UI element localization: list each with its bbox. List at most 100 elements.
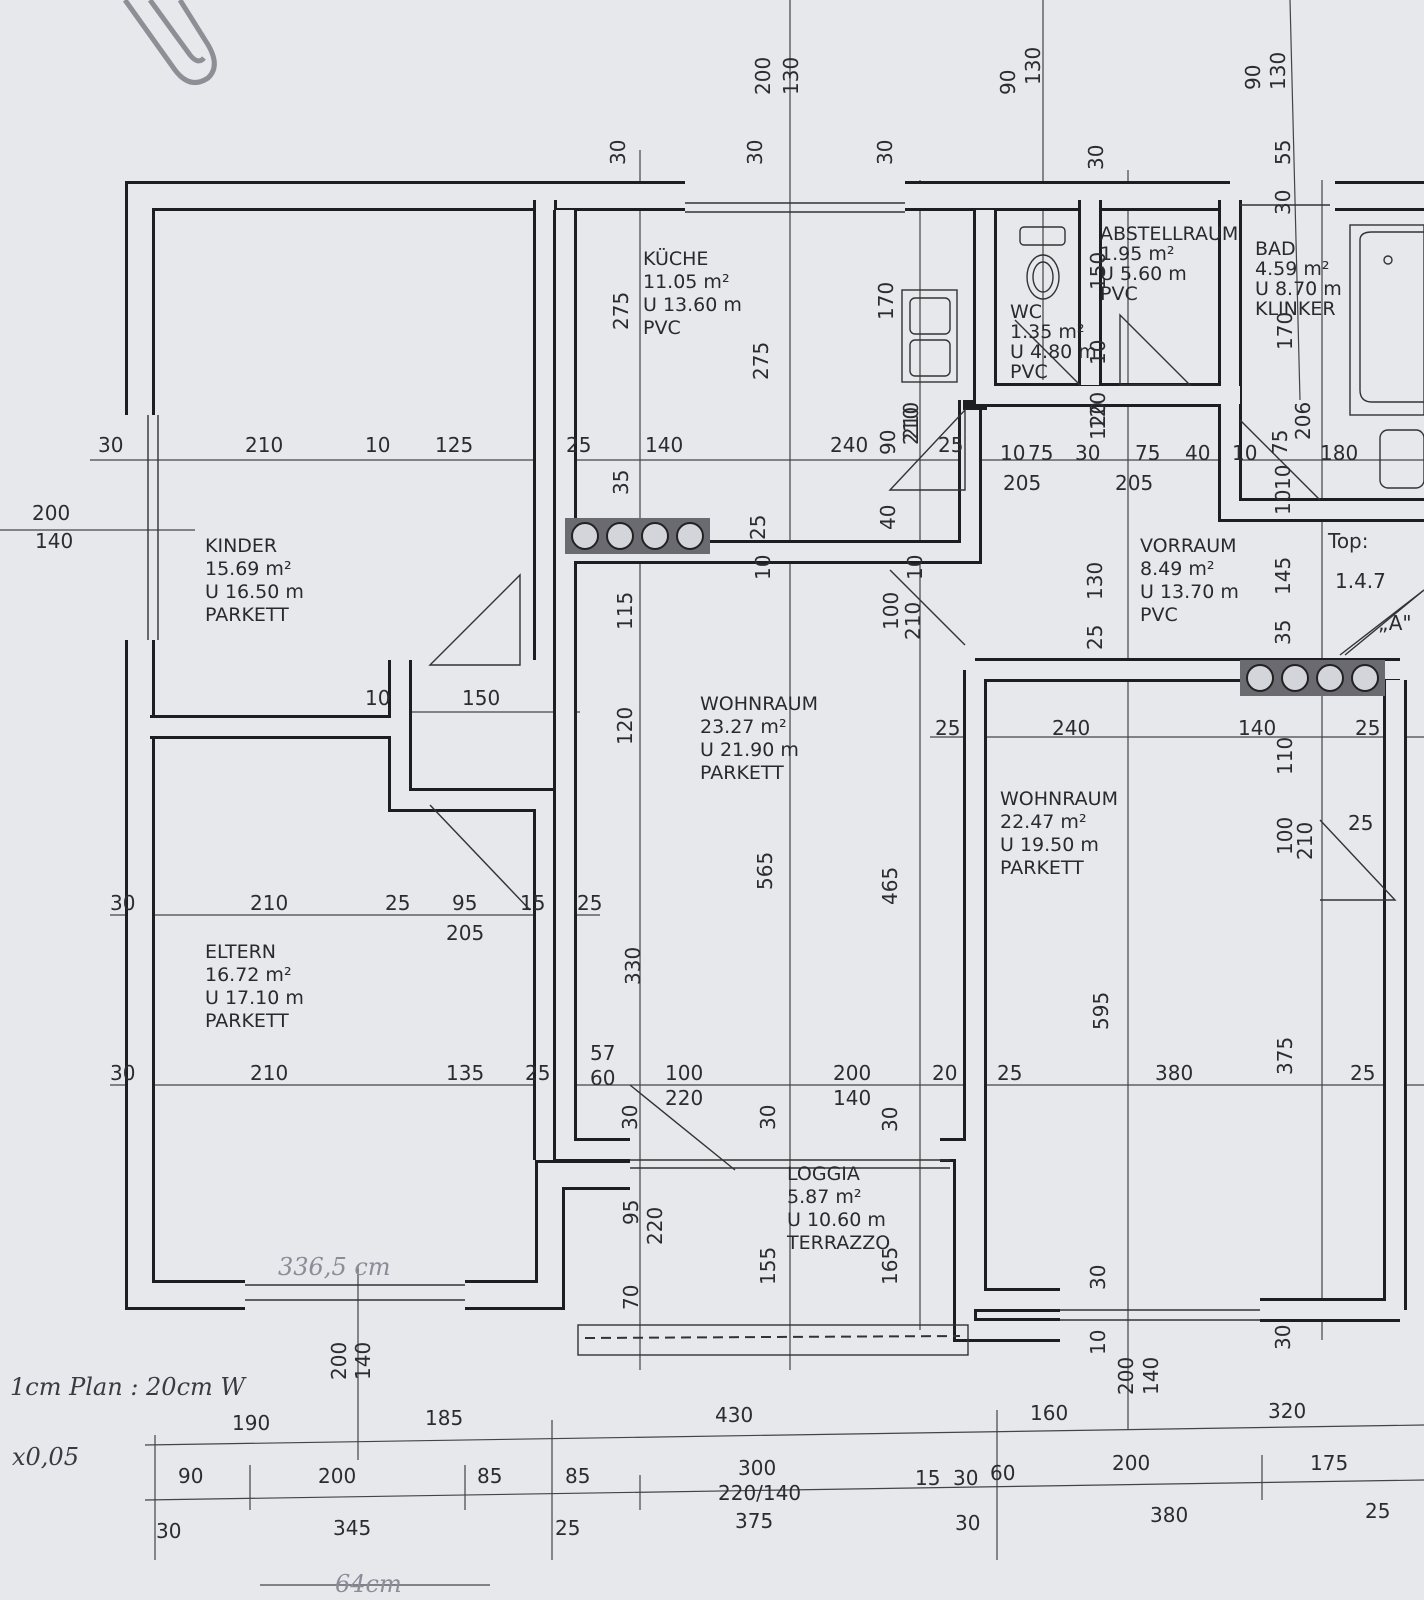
dimension-label: 55	[1271, 140, 1295, 165]
dimension-label: 220/140	[718, 1481, 801, 1505]
dimension-label: 220	[643, 1207, 667, 1245]
dimension-label: 240	[1052, 716, 1090, 740]
dimension-label: 200	[318, 1464, 356, 1488]
room-floor: TERRAZZO	[786, 1232, 890, 1254]
dimension-label: 95	[452, 891, 477, 915]
dimension-label: 10	[1232, 441, 1257, 465]
dimension-label: 30	[953, 1466, 978, 1490]
dimension-label: 30	[1271, 1325, 1295, 1350]
dimension-label: 85	[565, 1464, 590, 1488]
dimension-label: 170	[874, 282, 898, 320]
room-name: ELTERN	[205, 941, 276, 963]
dimension-label: 130	[1083, 562, 1107, 600]
room-area: 11.05 m²	[643, 271, 730, 293]
dimension-label: 30	[873, 140, 897, 165]
dimension-label: 57	[590, 1041, 615, 1065]
dimension-label: 25	[566, 433, 591, 457]
dimension-label: 330	[621, 947, 645, 985]
dimension-label: 85	[477, 1464, 502, 1488]
dimension-label: 30	[743, 140, 767, 165]
dimension-label: 300	[738, 1456, 776, 1480]
dimension-label: 140	[645, 433, 683, 457]
dimension-label: 210	[245, 433, 283, 457]
room-name: LOGGIA	[787, 1163, 860, 1185]
dimension-label: 10	[365, 686, 390, 710]
room-perimeter: U 10.60 m	[787, 1209, 886, 1231]
room-area: 1.35 m²	[1010, 321, 1084, 343]
room-area: 23.27 m²	[700, 716, 787, 738]
dimension-label: 60	[990, 1461, 1015, 1485]
room-name: ABSTELLRAUM	[1100, 223, 1238, 245]
room-perimeter: U 13.70 m	[1140, 581, 1239, 603]
room-name: WOHNRAUM	[1000, 788, 1118, 810]
dimension-label: 35	[1271, 620, 1295, 645]
room-perimeter: U 19.50 m	[1000, 834, 1099, 856]
dimension-label: 200	[1114, 1357, 1138, 1395]
dimension-label: 95	[619, 1200, 643, 1225]
dimension-label: 25	[1350, 1061, 1375, 1085]
dimension-label: 40	[876, 505, 900, 530]
dimension-label: 75	[1135, 441, 1160, 465]
chimney-right	[1240, 660, 1385, 696]
dimension-label: 210	[899, 402, 923, 440]
dimension-label: 90	[1241, 65, 1265, 90]
dimension-label: 35	[609, 470, 633, 495]
dimension-label: 30	[1084, 145, 1108, 170]
paperclip-icon	[122, 0, 217, 85]
room-floor: PARKETT	[1000, 857, 1084, 879]
dimension-label: 120	[1086, 402, 1110, 440]
dimension-label: 10	[1271, 465, 1295, 490]
dimension-label: 25	[938, 433, 963, 457]
dimension-label: 210	[1293, 822, 1317, 860]
dimension-label: 595	[1089, 992, 1113, 1030]
dimension-label: 275	[749, 342, 773, 380]
dimension-label: 200	[32, 501, 70, 525]
dimension-label: 150	[462, 686, 500, 710]
factor-note: x0,05	[12, 1443, 79, 1471]
dimension-label: 10	[1000, 441, 1025, 465]
dimension-label: 190	[232, 1411, 270, 1435]
toilet-icon	[1019, 226, 1066, 300]
washbasin-icon	[1379, 429, 1424, 489]
dimension-label: 15	[915, 1466, 940, 1490]
stair-label: „A"	[1378, 611, 1412, 635]
dimension-label: 206	[1291, 402, 1315, 440]
dimension-label: 25	[1355, 716, 1380, 740]
dimension-label: 90	[876, 430, 900, 455]
dimension-label: 125	[435, 433, 473, 457]
dimension-label: 25	[385, 891, 410, 915]
dimension-label: 10	[751, 555, 775, 580]
dimension-label: 120	[613, 707, 637, 745]
bathtub-icon	[1349, 224, 1424, 416]
chimney-left	[565, 518, 710, 554]
dimension-label: 25	[935, 716, 960, 740]
dimension-label: 25	[1083, 625, 1107, 650]
dimension-label: 25	[1348, 811, 1373, 835]
dimension-label: 30	[618, 1105, 642, 1130]
dimension-label: 115	[613, 592, 637, 630]
dimension-label: 30	[1086, 1265, 1110, 1290]
apartment-top-label: Top:	[1327, 529, 1369, 553]
scale-note: 1cm Plan : 20cm W	[10, 1373, 247, 1401]
windows	[147, 202, 1330, 1321]
room-perimeter: U 5.60 m	[1100, 263, 1187, 285]
dimension-label: 100	[1273, 817, 1297, 855]
kitchen-sink-icon	[901, 289, 958, 383]
dimension-label: 30	[1075, 441, 1100, 465]
dimension-label: 100	[879, 592, 903, 630]
dimension-label: 10	[365, 433, 390, 457]
room-name: BAD	[1255, 238, 1296, 260]
room-area: 16.72 m²	[205, 964, 292, 986]
dimension-label: 25	[1365, 1499, 1390, 1523]
dimension-label: 30	[110, 1061, 135, 1085]
dimension-label: 40	[1185, 441, 1210, 465]
room-floor: PVC	[1100, 283, 1138, 305]
dimension-label: 170	[1273, 312, 1297, 350]
room-area: 22.47 m²	[1000, 811, 1087, 833]
room-floor: PARKETT	[205, 604, 289, 626]
dimension-label: 110	[1273, 737, 1297, 775]
room-perimeter: U 4.80 m	[1010, 341, 1097, 363]
dimension-label: 75	[1028, 441, 1053, 465]
